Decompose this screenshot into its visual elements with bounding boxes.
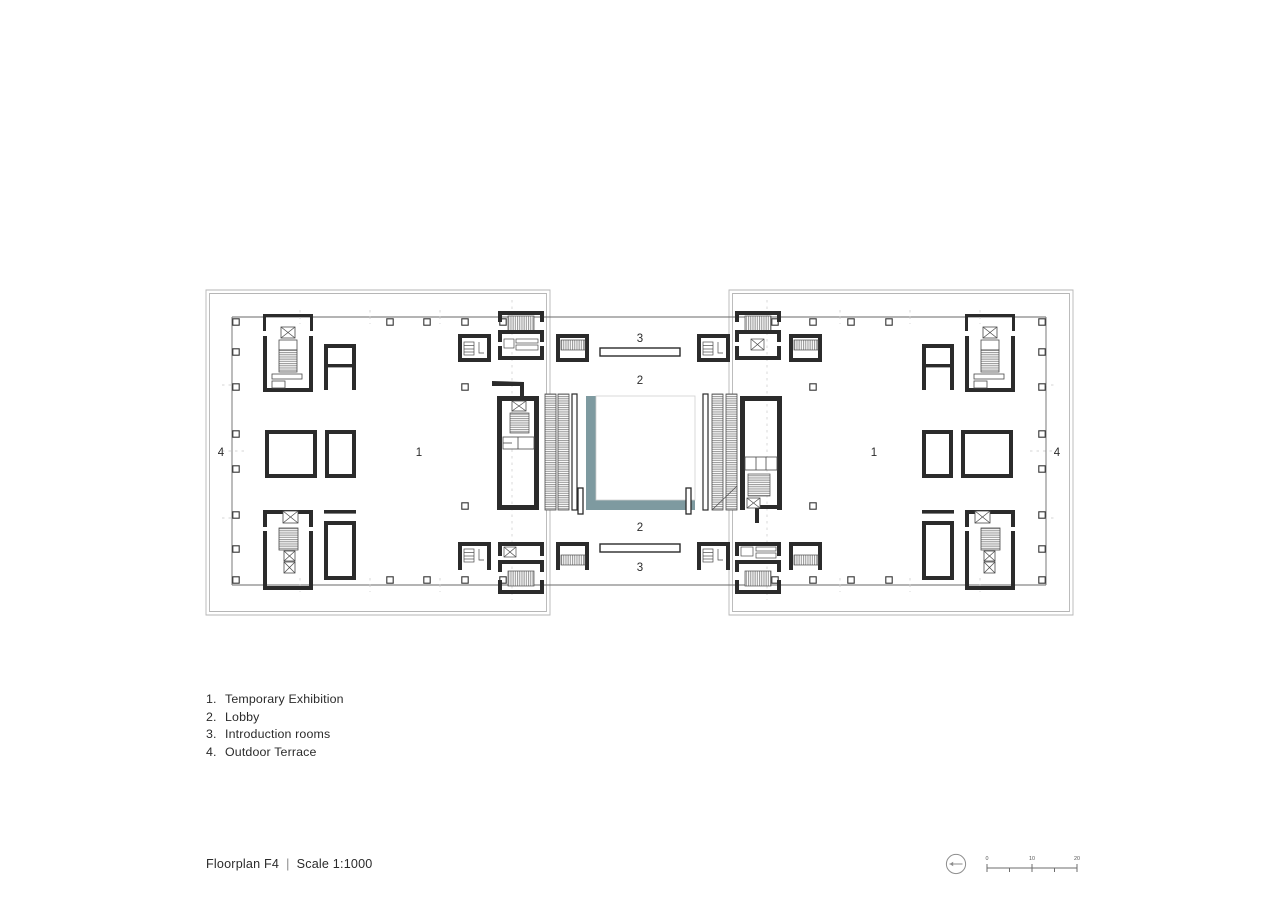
core-northeast xyxy=(965,314,1015,392)
lobby-atrium xyxy=(577,395,696,515)
plan-label-terrace-east: 4 xyxy=(1054,447,1061,459)
legend-item: 2. Lobby xyxy=(206,710,536,728)
core-southwest xyxy=(263,510,313,590)
scale-block: 0 10 20 xyxy=(940,848,1085,884)
room-stair-sw-of-east-connector xyxy=(697,542,730,570)
core-northwest xyxy=(263,314,313,392)
sheet-title: Floorplan F4 xyxy=(206,857,280,871)
room-toilet-nw xyxy=(458,334,491,362)
room-stair-se-of-connector xyxy=(556,542,589,570)
plan-label-east-wing: 1 xyxy=(871,447,877,459)
scale-tick-0: 0 xyxy=(986,856,989,862)
sheet-scale-text: Scale 1:1000 xyxy=(296,857,373,871)
connector-core-south-east xyxy=(735,542,781,594)
room-east-middle xyxy=(922,430,1013,478)
north-arrow-icon xyxy=(945,853,967,875)
legend-number: 3. xyxy=(206,727,217,742)
legend-item: 1. Temporary Exhibition xyxy=(206,692,536,710)
room-west-middle xyxy=(265,430,356,478)
legend-label: Temporary Exhibition xyxy=(225,692,344,706)
plan-label-intro-top: 3 xyxy=(637,333,643,345)
escalator-east xyxy=(702,393,738,511)
caption-separator: | xyxy=(286,857,290,871)
introduction-room-bar-south xyxy=(599,543,681,553)
scale-tick-10: 10 xyxy=(1029,856,1035,862)
scale-tick-20: 20 xyxy=(1074,856,1080,862)
plan-label-lobby-top: 2 xyxy=(637,375,643,387)
legend-number: 1. xyxy=(206,692,217,706)
plan-label-terrace-west: 4 xyxy=(218,447,225,459)
room-stair-nw-of-east-connector xyxy=(697,334,730,362)
escalator-west xyxy=(544,393,578,511)
room-toilet-se xyxy=(789,542,822,570)
legend-label: Introduction rooms xyxy=(225,727,331,742)
room-southeast-service xyxy=(922,510,954,580)
connector-core-north-west xyxy=(498,311,544,360)
legend-item: 4. Outdoor Terrace xyxy=(206,745,536,763)
connector-core-south-west xyxy=(498,542,544,594)
legend-number: 4. xyxy=(206,744,217,759)
scale-bar: 0 10 20 xyxy=(986,856,1080,872)
central-core-west xyxy=(492,381,539,510)
plan-label-west-wing: 1 xyxy=(416,447,422,459)
plan-label-lobby-bottom: 2 xyxy=(637,522,643,534)
legend-list: 1. Temporary Exhibition 2. Lobby 3. Intr… xyxy=(206,692,536,762)
core-southeast xyxy=(965,510,1015,590)
legend-number: 2. xyxy=(206,709,217,724)
room-northeast-service xyxy=(922,344,954,390)
room-stair-ne-of-connector xyxy=(556,334,589,362)
legend-label: Lobby xyxy=(225,709,260,724)
sheet-caption: Floorplan F4 | Scale 1:1000 xyxy=(206,857,373,871)
legend-label: Outdoor Terrace xyxy=(225,744,317,759)
central-core-east xyxy=(740,396,782,523)
room-toilet-sw xyxy=(458,542,491,570)
room-toilet-ne xyxy=(789,334,822,362)
connector-core-north-east xyxy=(735,311,781,360)
legend-item: 3. Introduction rooms xyxy=(206,727,536,745)
room-northwest-service xyxy=(324,344,356,390)
plan-label-intro-bottom: 3 xyxy=(637,562,643,574)
introduction-room-bar-north xyxy=(599,347,681,357)
room-southwest-service xyxy=(324,510,356,580)
